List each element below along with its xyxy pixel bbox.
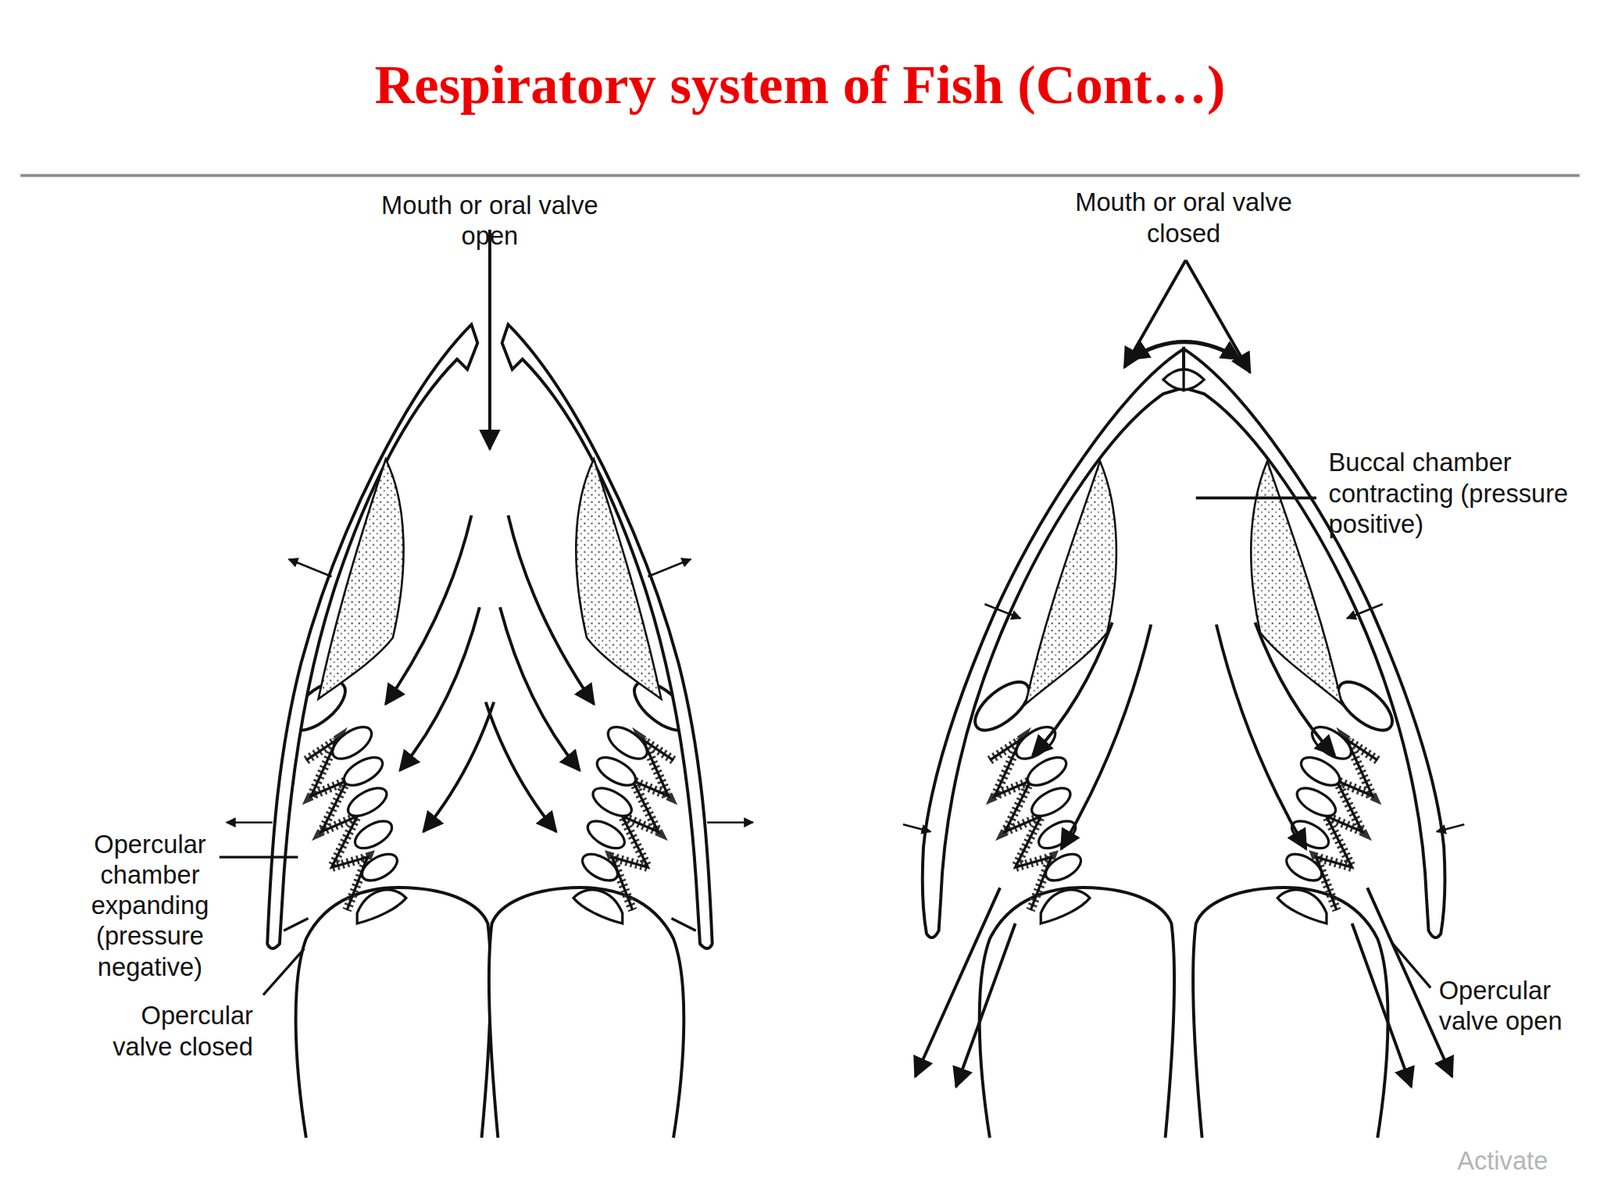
inflow-arrow xyxy=(488,229,492,450)
leader-line xyxy=(1196,496,1317,500)
gill-assembly xyxy=(967,673,1175,1138)
annotation-label: Opercular valve closed xyxy=(110,1000,254,1061)
slide-title: Respiratory system of Fish (Cont…) xyxy=(0,53,1600,117)
leader-line xyxy=(219,856,299,859)
closing-arc-arrow xyxy=(1130,342,1240,360)
watermark-text: Activate xyxy=(1457,1144,1600,1175)
closing-arrow xyxy=(1124,260,1186,368)
gill-assembly xyxy=(1192,673,1400,1138)
annotation-label: Mouth or oral valve closed xyxy=(1050,186,1317,248)
gill-assembly xyxy=(283,673,491,1138)
closing-arrow xyxy=(1185,260,1250,373)
leader-line xyxy=(263,949,304,996)
annotation-label: Opercular valve open xyxy=(1439,974,1577,1036)
annotation-label: Opercular chamber expanding (pressure ne… xyxy=(73,828,227,983)
gill-assembly xyxy=(489,673,697,1138)
annotation-label: Buccal chamber contracting (pressure pos… xyxy=(1328,446,1579,540)
leader-line xyxy=(1392,943,1431,988)
head-half xyxy=(226,324,494,949)
head-half xyxy=(485,324,754,949)
title-rule xyxy=(20,174,1580,178)
head-half xyxy=(903,349,1184,1087)
oral-valve xyxy=(1163,367,1204,392)
annotation-label: Mouth or oral valve open xyxy=(357,189,623,251)
